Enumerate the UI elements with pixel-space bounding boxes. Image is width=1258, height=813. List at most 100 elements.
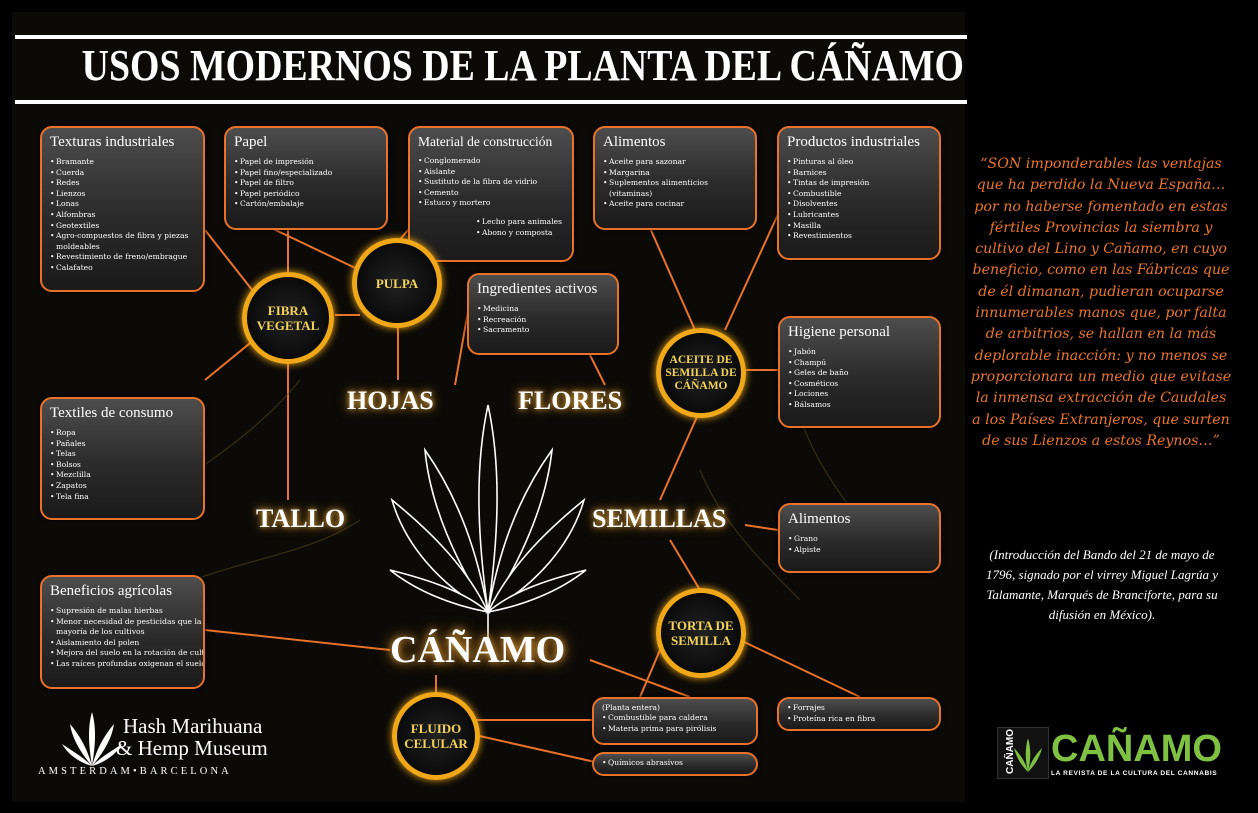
list-item: Barnices (787, 168, 931, 179)
box-title: Alimentos (788, 511, 851, 527)
list-item: Mejora del suelo en la rotación de culti… (50, 648, 203, 659)
box-title: Productos industriales (787, 134, 920, 150)
list-item: Cosméticos (788, 379, 931, 390)
box-list: Ropa Pañales Telas Bolsos Mezclilla Zapa… (50, 428, 195, 502)
list-item: Geotextiles (50, 221, 195, 232)
box-list: Medicina Recreación Sacramento (477, 304, 609, 336)
list-item: Bramante (50, 157, 195, 168)
box-forrajes: Forrajes Proteína rica en fibra (777, 697, 941, 731)
page-title: USOS MODERNOS DE LA PLANTA DEL CÁÑAMO (81, 41, 964, 90)
magazine-mark: CAÑAMO (997, 727, 1049, 779)
list-item: Abono y composta (476, 228, 564, 239)
list-item: Sacramento (477, 325, 609, 336)
box-title: Higiene personal (788, 324, 891, 340)
part-flores: FLORES (518, 386, 623, 415)
box-textiles-consumo: Textiles de consumo Ropa Pañales Telas B… (40, 397, 205, 520)
list-item: Calafateo (50, 263, 195, 274)
circle-fluido-celular: FLUIDO CELULAR (392, 692, 480, 780)
magazine-tagline: LA REVISTA DE LA CULTURA DEL CANNABIS (1051, 770, 1218, 777)
box-planta-entera: (Planta entera) Combustible para caldera… (592, 697, 758, 745)
title-rule-bottom (15, 100, 967, 104)
list-item: Masilla (787, 221, 931, 232)
circle-torta-semilla: TORTA DE SEMILLA (656, 588, 746, 678)
box-list: Supresión de malas hierbas Menor necesid… (50, 606, 203, 670)
list-item: Disolventes (787, 199, 931, 210)
museum-leaf-icon (62, 712, 122, 766)
museum-cities: AMSTERDAM•BARCELONA (38, 766, 232, 777)
box-list: Jabón Champú Geles de baño Cosméticos Lo… (788, 347, 931, 411)
list-item: Aislamiento del polen (50, 638, 195, 649)
cannabis-leaf-icon (389, 404, 587, 640)
museum-name-line2: & Hemp Museum (116, 736, 268, 760)
box-productos-industriales: Productos industriales Pinturas al óleo … (777, 126, 941, 260)
circle-pulpa: PULPA (352, 238, 442, 328)
list-item: Telas (50, 449, 195, 460)
box-papel: Papel Papel de impresión Papel fino/espe… (224, 126, 388, 230)
list-item: Geles de baño (788, 368, 931, 379)
list-item: Mezclilla (50, 470, 195, 481)
list-item: Aceite para sazonar (603, 157, 747, 168)
historical-quote: “SON imponderables las ventajas que ha p… (970, 156, 1232, 449)
box-higiene-personal: Higiene personal Jabón Champú Geles de b… (778, 316, 941, 428)
box-list: Pinturas al óleo Barnices Tintas de impr… (787, 157, 931, 242)
box-list: Conglomerado Aislante Sustituto de la fi… (418, 156, 564, 238)
list-item: Lonas (50, 199, 195, 210)
center-label: CÁÑAMO (390, 629, 566, 671)
list-item: Las raíces profundas oxigenan el suelo (50, 659, 203, 670)
title-rule-top (15, 35, 967, 39)
list-item: Combustible para caldera (602, 713, 748, 724)
list-item: Revestimiento de freno/embrague (50, 252, 195, 263)
list-item: Suplementos alimenticios (603, 178, 747, 189)
list-item: Medicina (477, 304, 609, 315)
part-semillas: SEMILLAS (592, 504, 727, 533)
magazine-leaf-icon (1014, 738, 1042, 772)
list-item: Champú (788, 358, 931, 369)
list-item: Lubricantes (787, 210, 931, 221)
list-item: Jabón (788, 347, 931, 358)
list-item: Redes (50, 178, 195, 189)
list-item: Pañales (50, 439, 195, 450)
list-item: Cuerda (50, 168, 195, 179)
museum-name-line1: Hash Marihuana (123, 714, 263, 738)
part-tallo: TALLO (256, 504, 346, 533)
list-item: Químicos abrasivos (602, 758, 748, 769)
list-item: Bálsamos (788, 400, 931, 411)
box-title: Beneficios agrícolas (50, 583, 173, 599)
list-item: Alfombras (50, 210, 195, 221)
box-texturas-industriales: Texturas industriales Bramante Cuerda Re… (40, 126, 205, 292)
list-item: Cartón/embalaje (234, 199, 378, 210)
magazine-logo: CAÑAMO CAÑAMO LA REVISTA DE LA CULTURA D… (997, 727, 1227, 783)
box-title: Material de construcción (418, 134, 553, 149)
list-item: Recreación (477, 315, 609, 326)
list-item: Lienzos (50, 189, 195, 200)
box-ingredientes-activos: Ingredientes activos Medicina Recreación… (467, 273, 619, 355)
list-item: Tela fina (50, 492, 195, 503)
box-list: Forrajes Proteína rica en fibra (787, 703, 931, 724)
list-item: Sustituto de la fibra de vidrio (418, 177, 564, 188)
box-title: Papel (234, 134, 268, 150)
list-item: Forrajes (787, 703, 931, 714)
box-list: Aceite para sazonar Margarina Suplemento… (603, 157, 747, 210)
list-item: Tintas de impresión (787, 178, 931, 189)
box-title: Alimentos (603, 134, 666, 150)
box-beneficios-agricolas: Beneficios agrícolas Supresión de malas … (40, 575, 205, 689)
list-item: Agro-compuestos de fibra y piezas (50, 231, 195, 242)
list-item: Margarina (603, 168, 747, 179)
box-list: Papel de impresión Papel fino/especializ… (234, 157, 378, 210)
box-alimentos-semilla: Alimentos Grano Alpiste (778, 503, 941, 573)
list-item: Combustible (787, 189, 931, 200)
list-item: Estuco y mortero (418, 198, 564, 209)
box-list: Combustible para caldera Materia prima p… (602, 713, 748, 734)
list-item: Grano (788, 534, 931, 545)
list-item: Papel fino/especializado (234, 168, 378, 179)
quote-source: (Introducción del Bando del 21 de mayo d… (985, 547, 1219, 622)
list-item: Cemento (418, 188, 564, 199)
list-item: Aislante (418, 167, 564, 178)
museum-logo: Hash Marihuana & Hemp Museum AMSTERDAM•B… (30, 708, 290, 780)
list-item: Materia prima para pirólisis (602, 724, 748, 735)
list-item: Zapatos (50, 481, 195, 492)
list-item: Pinturas al óleo (787, 157, 931, 168)
list-item: Menor necesidad de pesticidas que la (50, 617, 201, 628)
part-hojas: HOJAS (347, 386, 434, 415)
